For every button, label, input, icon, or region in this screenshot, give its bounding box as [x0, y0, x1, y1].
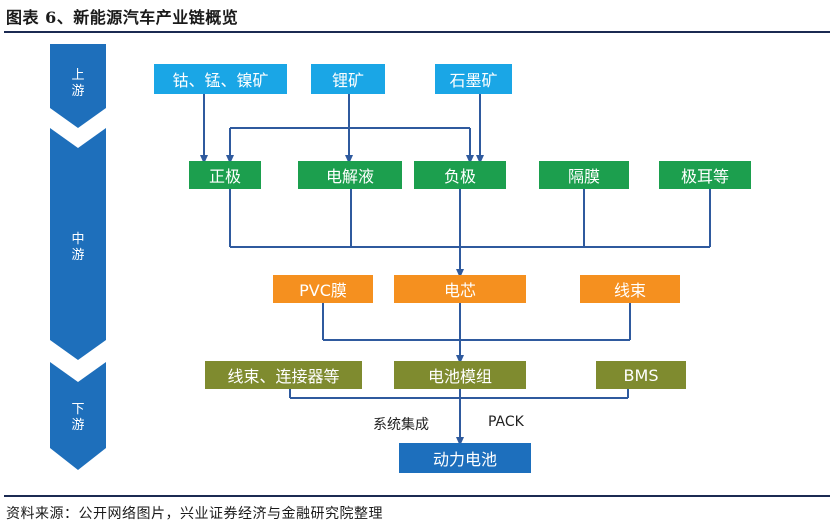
stage-char: 下: [71, 402, 85, 417]
box-lithium-ore: 锂矿: [311, 64, 385, 94]
box-wire-harness: 线束: [580, 275, 680, 303]
box-harness-connectors: 线束、连接器等: [205, 361, 362, 389]
stage-char: 中: [71, 232, 85, 247]
label-system-integration: 系统集成: [373, 417, 429, 433]
stage-char: 游: [71, 248, 85, 263]
stage-char: 游: [71, 418, 85, 433]
stage-label-midstream: 中 游: [67, 232, 89, 264]
box-battery-module: 电池模组: [394, 361, 526, 389]
box-battery-cell: 电芯: [394, 275, 526, 303]
stage-label-downstream: 下 游: [67, 402, 89, 434]
box-separator: 隔膜: [539, 161, 629, 189]
box-bms: BMS: [596, 361, 686, 389]
stage-label-upstream: 上 游: [67, 68, 89, 100]
box-cathode: 正极: [189, 161, 261, 189]
label-pack: PACK: [488, 414, 524, 430]
box-power-battery: 动力电池: [399, 443, 531, 473]
top-rule: [4, 31, 830, 33]
box-tab: 极耳等: [659, 161, 751, 189]
stage-arrow-midstream: [50, 128, 106, 360]
box-electrolyte: 电解液: [298, 161, 402, 189]
stage-arrow-downstream: [50, 362, 106, 470]
source-note: 资料来源：公开网络图片，兴业证券经济与金融研究院整理: [6, 506, 383, 522]
box-cobalt-manganese-nickel-ore: 钴、锰、镍矿: [154, 64, 287, 94]
stage-char: 游: [71, 84, 85, 99]
box-pvc-film: PVC膜: [273, 275, 373, 303]
bottom-rule: [4, 495, 830, 497]
stage-char: 上: [71, 68, 85, 83]
box-anode: 负极: [414, 161, 506, 189]
box-graphite-ore: 石墨矿: [435, 64, 512, 94]
stage-arrow-upstream: [50, 44, 106, 128]
figure-title: 图表 6、新能源汽车产业链概览: [6, 8, 239, 27]
